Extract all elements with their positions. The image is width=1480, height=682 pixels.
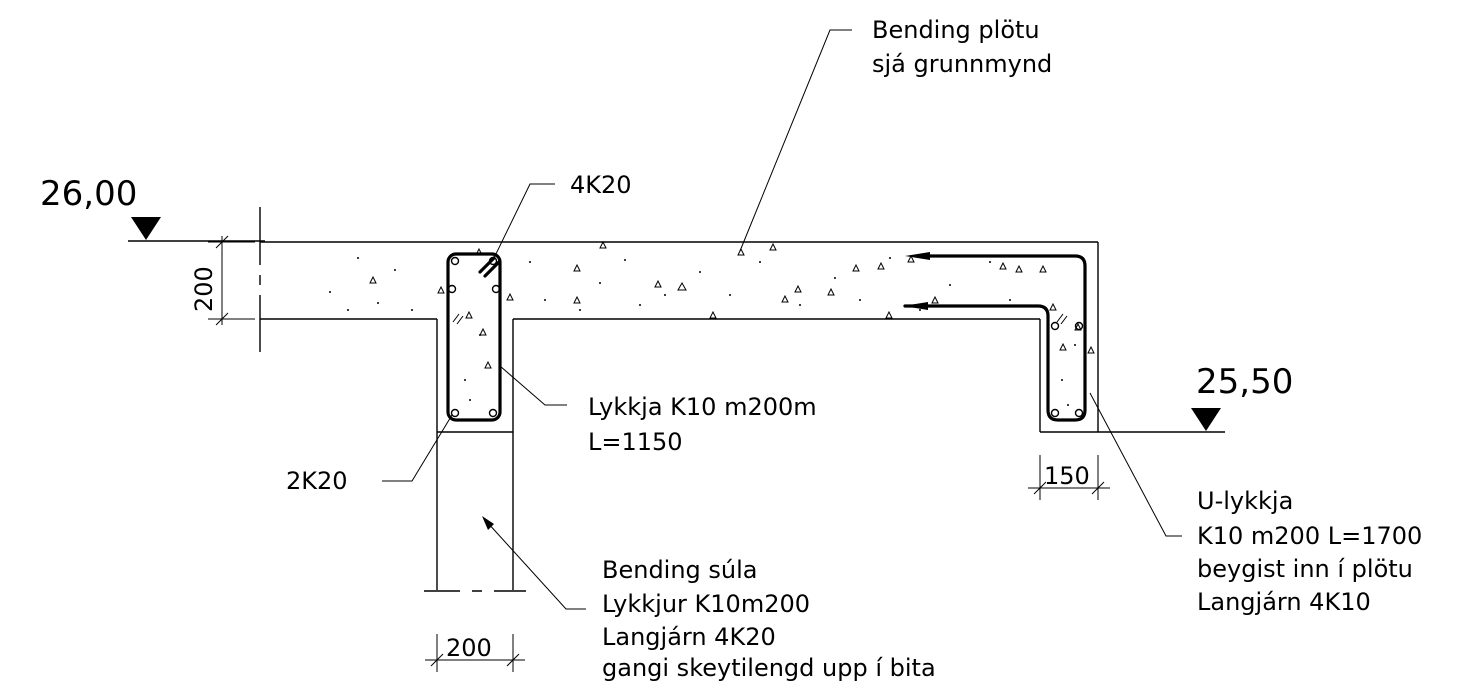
concrete-outline [259,207,1099,592]
rebar-dot [491,284,501,294]
column-note-line2: Lykkjur K10m200 [602,590,810,618]
leader-line [486,521,586,610]
level-triangle-icon [131,217,161,240]
callout-u-loop: U-lykkja K10 m200 L=1700 beygist inn í p… [1089,392,1422,616]
bar-end-arrow-icon [903,302,928,310]
leader-line [1089,392,1182,537]
leader-line [382,414,453,482]
top-bars-label: 4K20 [570,171,632,199]
u-loop-line4: Langjárn 4K10 [1197,588,1371,616]
column-note-line1: Bending súla [602,556,758,584]
slab-note-line2: sjá grunnmynd [872,50,1052,78]
column-note-line4: gangi skeytilengd upp í bita [602,654,936,682]
level-triangle-icon [1191,408,1221,431]
u-loop-bar [903,254,1087,422]
stirrup-hook [478,256,496,274]
u-loop-reinforcement [903,252,1087,422]
dim-upstand-label: 150 [1044,462,1090,490]
callout-top-bars: 4K20 [493,171,632,259]
rebar-dot [488,256,498,266]
rebar-dot [447,284,457,294]
rebar-dot [450,408,460,418]
rebar-dot [1074,408,1084,418]
level-bottom-label: 25,50 [1196,362,1293,402]
stirrup-line1: Lykkja K10 m200m [588,393,817,421]
rebar-dot [1074,321,1084,331]
slab-note-line1: Bending plötu [872,16,1040,44]
u-loop-line3: beygist inn í plötu [1197,555,1413,583]
concrete-hatch [329,240,1095,406]
leader-arrow-icon [482,516,494,530]
stirrup-line2: L=1150 [588,428,683,456]
u-loop-line1: U-lykkja [1197,487,1293,515]
rebar-dot [450,256,460,266]
rebar-dot [1050,408,1060,418]
dim-column-width: 200 [425,634,525,672]
dim-slab-label: 200 [190,266,218,312]
bottom-bars-label: 2K20 [286,467,348,495]
level-marker-bottom: 25,50 [1098,362,1293,433]
callout-column: Bending súla Lykkjur K10m200 Langjárn 4K… [482,516,936,682]
level-marker-top: 26,00 [40,174,265,242]
stirrup-hook [483,260,501,278]
leader-line [739,29,852,252]
dim-slab-thickness: 200 [190,235,255,326]
leader-line [493,183,555,259]
callout-slab: Bending plötu sjá grunnmynd [739,16,1052,252]
leader-line [499,365,567,406]
callout-bottom-bars: 2K20 [286,414,453,495]
stirrup-bar [446,252,502,422]
level-top-label: 26,00 [40,174,137,214]
dim-column-label: 200 [446,634,492,662]
dim-upstand-width: 150 [1028,455,1110,500]
column-note-line3: Langjárn 4K20 [602,623,776,651]
callout-stirrup: Lykkja K10 m200m L=1150 [499,365,817,456]
rebar-dot [1050,321,1060,331]
rebar-dot [488,408,498,418]
bar-end-arrow-icon [905,252,930,260]
u-loop-line2: K10 m200 L=1700 [1197,522,1422,550]
beam-reinforcement [446,252,502,422]
